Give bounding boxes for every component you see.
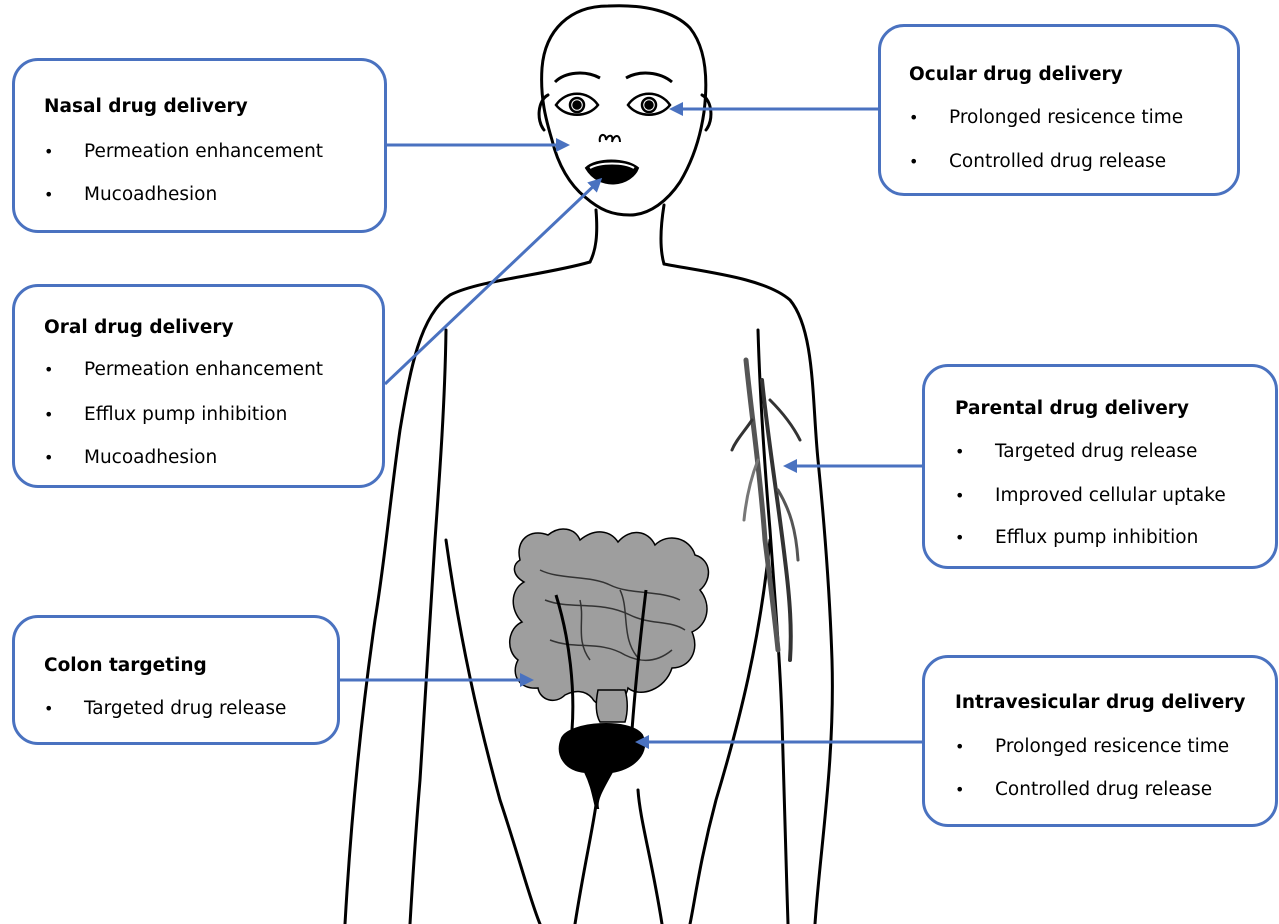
list-item-label: Mucoadhesion	[84, 447, 217, 468]
list-item: •Targeted drug release	[44, 698, 286, 719]
eye-icon	[555, 73, 672, 115]
bullet-icon: •	[955, 780, 995, 799]
list-item-label: Mucoadhesion	[84, 184, 217, 205]
list-item: •Prolonged resicence time	[955, 736, 1229, 757]
parental-delivery-box: Parental drug delivery •Targeted drug re…	[922, 364, 1278, 569]
box-title: Intravesicular drug delivery	[955, 692, 1245, 713]
mouth-icon	[586, 161, 638, 184]
box-title: Parental drug delivery	[955, 398, 1189, 419]
list-item-label: Targeted drug release	[995, 441, 1197, 462]
list-item-label: Targeted drug release	[84, 698, 286, 719]
bullet-icon: •	[44, 185, 84, 204]
bullet-icon: •	[955, 442, 995, 461]
list-item: •Improved cellular uptake	[955, 485, 1226, 506]
list-item: •Permeation enhancement	[44, 141, 323, 162]
box-title: Ocular drug delivery	[909, 64, 1123, 85]
list-item-label: Efflux pump inhibition	[995, 527, 1198, 548]
list-item-label: Prolonged resicence time	[949, 107, 1183, 128]
bullet-icon: •	[909, 108, 949, 127]
bullet-icon: •	[44, 142, 84, 161]
list-item: •Efflux pump inhibition	[955, 527, 1198, 548]
nose-icon	[600, 135, 620, 142]
list-item: •Efflux pump inhibition	[44, 404, 287, 425]
colon-icon	[510, 529, 709, 722]
box-title: Nasal drug delivery	[44, 96, 248, 117]
bullet-icon: •	[44, 448, 84, 467]
bullet-icon: •	[909, 152, 949, 171]
bullet-icon: •	[955, 486, 995, 505]
bullet-icon: •	[44, 405, 84, 424]
bullet-icon: •	[955, 528, 995, 547]
list-item-label: Prolonged resicence time	[995, 736, 1229, 757]
list-item: •Targeted drug release	[955, 441, 1197, 462]
list-item-label: Efflux pump inhibition	[84, 404, 287, 425]
bullet-icon: •	[44, 360, 84, 379]
oral-delivery-box: Oral drug delivery •Permeation enhanceme…	[12, 284, 385, 488]
arrow-oral	[385, 180, 600, 384]
list-item-label: Permeation enhancement	[84, 141, 323, 162]
list-item-label: Controlled drug release	[949, 151, 1166, 172]
nasal-delivery-box: Nasal drug delivery •Permeation enhancem…	[12, 58, 387, 233]
bullet-icon: •	[44, 699, 84, 718]
blood-vessels-icon	[732, 360, 800, 660]
list-item: •Permeation enhancement	[44, 359, 323, 380]
bullet-icon: •	[955, 737, 995, 756]
list-item-label: Controlled drug release	[995, 779, 1212, 800]
colon-targeting-box: Colon targeting •Targeted drug release	[12, 615, 340, 745]
list-item: •Prolonged resicence time	[909, 107, 1183, 128]
list-item-label: Improved cellular uptake	[995, 485, 1226, 506]
box-title: Oral drug delivery	[44, 317, 234, 338]
list-item: •Controlled drug release	[955, 779, 1212, 800]
list-item-label: Permeation enhancement	[84, 359, 323, 380]
list-item: •Mucoadhesion	[44, 447, 217, 468]
list-item: •Mucoadhesion	[44, 184, 217, 205]
ocular-delivery-box: Ocular drug delivery •Prolonged resicenc…	[878, 24, 1240, 196]
intravesicular-delivery-box: Intravesicular drug delivery •Prolonged …	[922, 655, 1278, 827]
box-title: Colon targeting	[44, 655, 207, 676]
list-item: •Controlled drug release	[909, 151, 1166, 172]
